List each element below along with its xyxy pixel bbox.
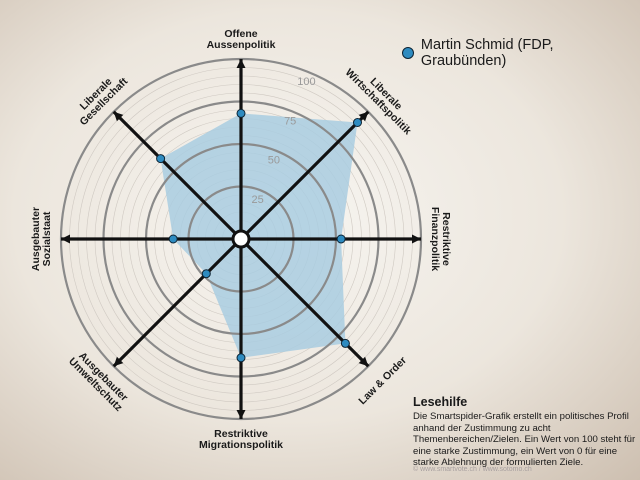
- center-hub: [231, 229, 251, 249]
- legend: Martin Schmid (FDP, Graubünden): [402, 37, 640, 69]
- axis-line: [112, 110, 243, 241]
- axis-arrow: [113, 111, 124, 122]
- axis-arrow: [61, 234, 70, 244]
- axis-label: AusgebauterSozialstaat: [30, 207, 53, 271]
- axis-label-line: Migrationspolitik: [199, 439, 283, 451]
- data-point: [201, 269, 211, 279]
- legend-label: Martin Schmid (FDP, Graubünden): [420, 37, 554, 69]
- axis-label-line: Restriktive: [440, 212, 452, 266]
- ring-label-75: 75: [284, 115, 296, 127]
- data-point: [236, 353, 246, 363]
- axis-arrow: [236, 410, 246, 419]
- axis-label-line: Offene: [224, 28, 257, 40]
- data-point: [353, 118, 362, 127]
- axis-label-line: Restriktive: [214, 428, 268, 440]
- reading-help-title: Lesehilfe: [413, 395, 468, 409]
- reading-help: Lesehilfe Die Smartspider-Grafik erstell…: [413, 395, 638, 469]
- data-point: [156, 154, 166, 164]
- axis-label-line: Sozialstaat: [41, 211, 53, 266]
- axis-arrow: [358, 356, 369, 367]
- ring-label-25: 25: [251, 194, 263, 206]
- data-point: [336, 234, 346, 244]
- axis-label-line: Ausgebauter: [30, 207, 42, 271]
- profile-area: [160, 113, 358, 358]
- ring-label-100: 100: [297, 76, 315, 88]
- data-point: [236, 108, 246, 118]
- axis-label-line: Aussenpolitik: [207, 39, 276, 51]
- legend-marker: [402, 47, 414, 59]
- ring-label-50: 50: [268, 155, 280, 167]
- axis-label-line: Finanzpolitik: [429, 207, 441, 271]
- axis-arrow: [412, 234, 421, 244]
- axis-arrow: [358, 111, 369, 122]
- axis-label: RestriktiveFinanzpolitik: [429, 207, 452, 271]
- data-point: [168, 234, 178, 244]
- source-credit: © www.smartvote.ch / www.sotomo.ch: [413, 466, 532, 473]
- data-point: [340, 338, 350, 348]
- axis-arrow: [236, 59, 246, 68]
- axis-line: [239, 110, 370, 241]
- axis-arrow: [113, 356, 124, 367]
- reading-help-text: Die Smartspider-Grafik erstellt ein poli…: [413, 411, 636, 468]
- axis-line: [112, 237, 243, 368]
